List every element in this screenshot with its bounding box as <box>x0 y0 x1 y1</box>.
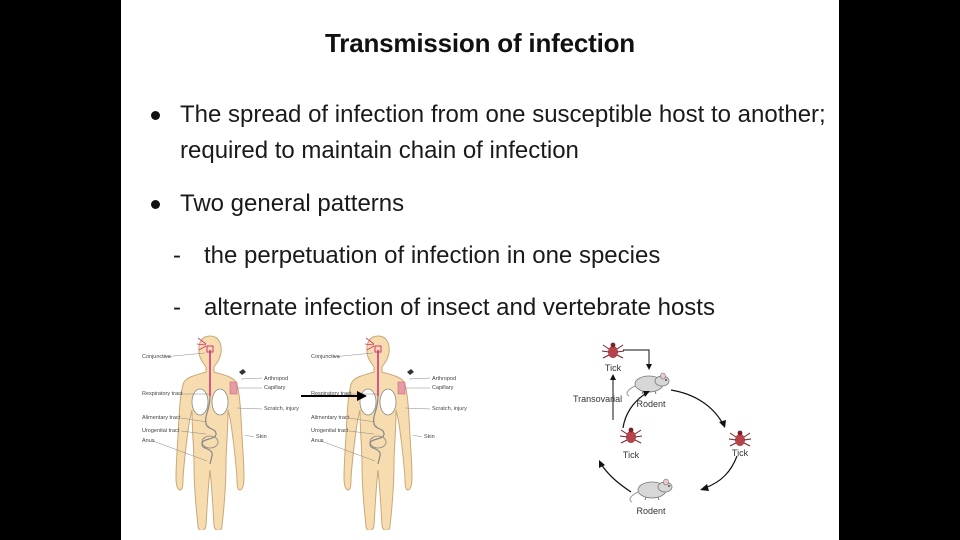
subbullet-dash: - <box>173 294 181 321</box>
subbullet-text: the perpetuation of infection in one spe… <box>204 242 661 269</box>
arrow-icon <box>643 391 650 397</box>
rodent-icon <box>629 478 673 503</box>
bullet-dot <box>151 111 160 120</box>
label-arthropod: Arthropod <box>264 376 288 382</box>
subbullet-dash: - <box>173 242 181 269</box>
label-anus: Anus <box>142 438 155 444</box>
subbullet-text: alternate infection of insect and verteb… <box>204 294 715 321</box>
tick-icon <box>601 342 625 359</box>
label-conjunctiva: Conjunctiva <box>142 354 172 360</box>
label-capillary: Capillary <box>264 385 286 391</box>
label-alimentary-tract: Alimentary tract <box>142 415 181 421</box>
slide: Transmission of infection The spread of … <box>121 0 839 540</box>
arrow-icon <box>719 420 726 428</box>
arrow-icon <box>599 460 605 468</box>
bullet-text: Two general patterns <box>180 190 405 217</box>
slide-title: Transmission of infection <box>325 28 635 58</box>
label-urogenital-tract: Urogenital tract <box>311 428 349 434</box>
label-tick-right: Tick <box>732 448 749 458</box>
label-tick-left: Tick <box>623 450 640 460</box>
label-urogenital-tract: Urogenital tract <box>142 428 180 434</box>
label-capillary: Capillary <box>432 385 454 391</box>
arrow-icon <box>700 484 709 491</box>
arrow-up-icon <box>610 374 616 380</box>
label-skin: Skin <box>424 434 435 440</box>
tick-icon <box>728 430 752 447</box>
label-scratch-injury: Scratch, injury <box>432 406 467 412</box>
label-transovarial: Transovarial <box>573 394 622 404</box>
arthropod-icon <box>239 369 246 375</box>
label-rodent-top: Rodent <box>636 399 666 409</box>
tick-rodent-cycle-figure: Tick Rodent Tick Rodent Tick Transovaria… <box>573 342 752 516</box>
label-alimentary-tract: Alimentary tract <box>311 415 350 421</box>
label-scratch-injury: Scratch, injury <box>264 406 299 412</box>
body-transmission-figure: Conjunctiva Respiratory tract Alimentary… <box>142 335 467 530</box>
label-conjunctiva: Conjunctiva <box>311 354 341 360</box>
label-arthropod: Arthropod <box>432 376 456 382</box>
label-skin: Skin <box>256 434 267 440</box>
bullet-text: The spread of infection from one suscept… <box>180 101 826 164</box>
label-tick-top: Tick <box>605 363 622 373</box>
bullet-dot <box>151 200 160 209</box>
label-respiratory-tract: Respiratory tract <box>142 391 183 397</box>
label-rodent-bottom: Rodent <box>636 506 666 516</box>
arrow-down-icon <box>646 364 652 370</box>
tick-icon <box>619 427 643 444</box>
arrow-right-icon <box>357 391 367 401</box>
label-anus: Anus <box>311 438 324 444</box>
arthropod-icon <box>407 369 414 375</box>
label-respiratory-tract: Respiratory tract <box>311 391 352 397</box>
